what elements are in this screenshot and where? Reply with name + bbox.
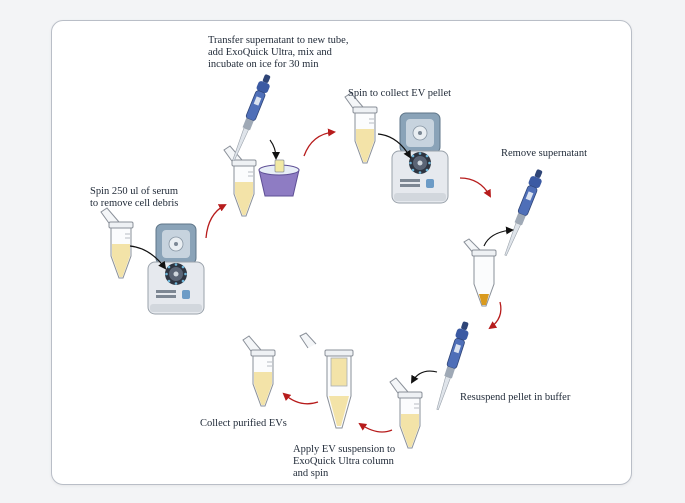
arrow-icon-remove bbox=[483, 226, 514, 247]
step-label-collect-evs: Collect purified EVs bbox=[200, 418, 287, 429]
centrifuge-icon-1 bbox=[147, 223, 205, 315]
arrow-icon-step1-2 bbox=[205, 204, 227, 239]
centrifuge-icon-2 bbox=[391, 112, 449, 204]
arrow-icon-load-2 bbox=[377, 133, 411, 159]
step-label-spin-serum: Spin 250 ul of serum to remove cell debr… bbox=[90, 186, 179, 209]
step-label-resuspend: Resuspend pellet in buffer bbox=[460, 392, 571, 403]
ev-pellet-tube-icon bbox=[344, 92, 378, 164]
resuspended-tube-icon bbox=[389, 377, 423, 449]
arrow-icon-add bbox=[269, 139, 280, 160]
arrow-icon-step2-3 bbox=[303, 128, 336, 157]
arrow-icon-step5-6 bbox=[358, 422, 393, 433]
supernatant-tube-icon bbox=[223, 145, 257, 217]
pipette-icon-1 bbox=[227, 72, 275, 164]
step-label-transfer-supernatant: Transfer supernatant to new tube, add Ex… bbox=[208, 35, 349, 70]
step-label-remove-supernatant: Remove supernatant bbox=[501, 148, 588, 159]
pipette-icon-2 bbox=[499, 167, 547, 259]
arrow-icon-step6-7 bbox=[282, 392, 319, 405]
step-label-spin-collect: Spin to collect EV pellet bbox=[348, 88, 452, 99]
step-label-apply-column: Apply EV suspension to ExoQuick Ultra co… bbox=[293, 444, 396, 479]
ice-bucket-icon bbox=[258, 159, 300, 197]
arrow-icon-resuspend bbox=[411, 370, 438, 384]
arrow-icon-load-1 bbox=[129, 245, 167, 270]
arrow-icon-step3-4 bbox=[459, 177, 491, 198]
spin-column-icon bbox=[299, 332, 354, 429]
purified-ev-tube-icon bbox=[242, 335, 276, 407]
serum-tube-icon bbox=[100, 207, 134, 279]
arrow-icon-step4-5 bbox=[488, 301, 502, 330]
pellet-tube-icon bbox=[463, 238, 497, 307]
